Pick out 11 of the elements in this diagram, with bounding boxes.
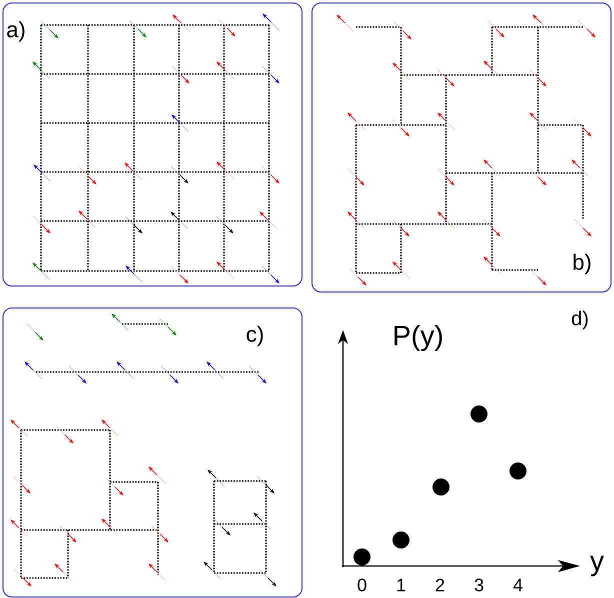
panel: a) (2, 2, 302, 286)
panel: b) (312, 2, 612, 292)
tick-label: 4 (513, 578, 522, 592)
axis-label: y (590, 556, 604, 576)
tick-label: 0 (358, 578, 366, 592)
panel: c) (2, 308, 302, 598)
panel-label: d) (572, 310, 588, 330)
tick-label: 2 (436, 578, 444, 592)
tick-label: 3 (474, 578, 484, 592)
tick-label: 1 (397, 578, 406, 592)
axis-label: P(y) (394, 324, 442, 352)
